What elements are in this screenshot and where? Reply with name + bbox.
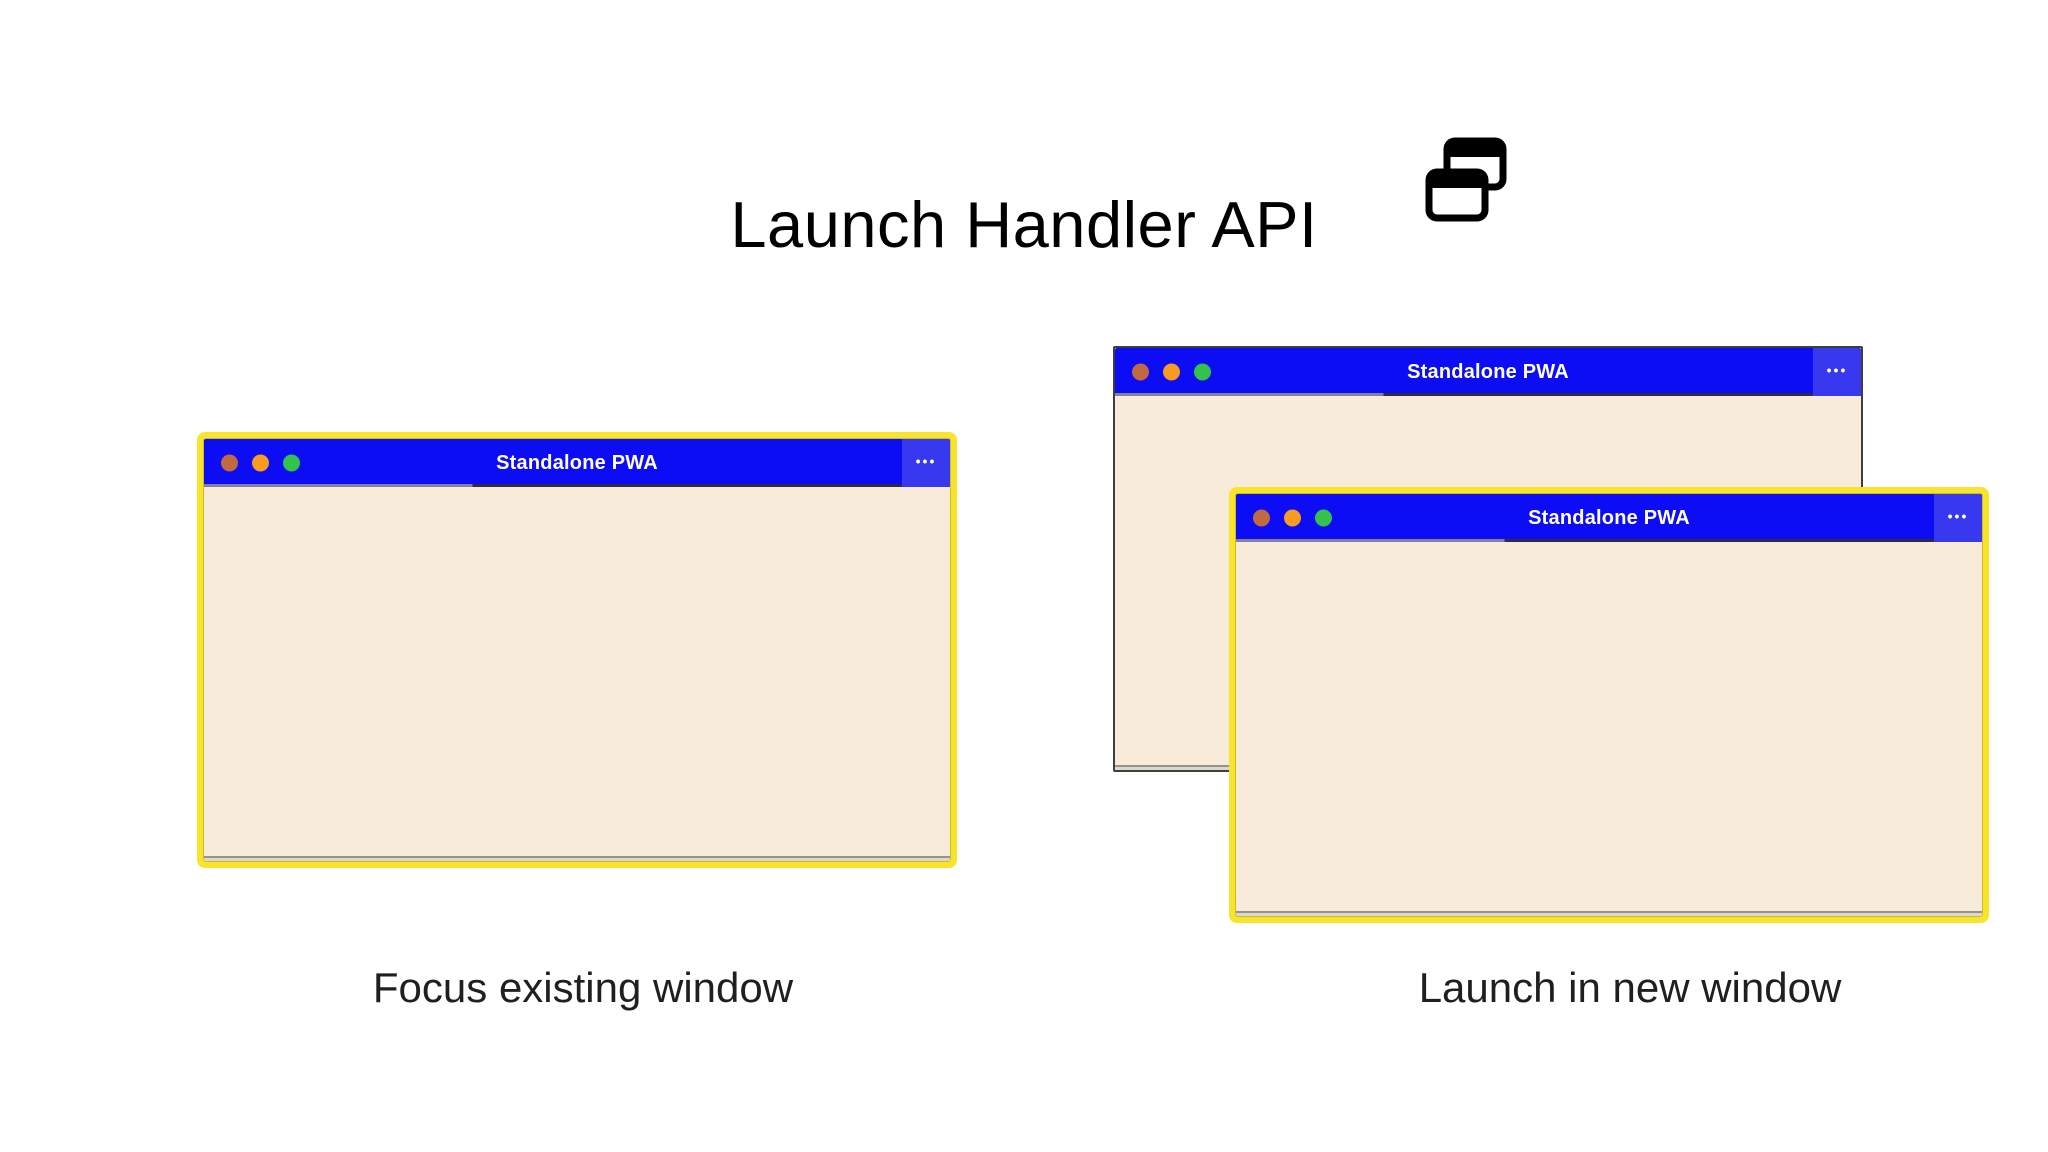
close-dot-icon[interactable] [1132,363,1149,381]
caption-launch-new: Launch in new window [1418,964,1842,1011]
page-title: Launch Handler API [730,187,1318,261]
window-content [1236,542,1982,916]
window-titlebar[interactable]: Standalone PWA ••• [204,439,950,487]
window-menu-button[interactable]: ••• [902,439,950,487]
overlapping-windows-icon [1425,137,1507,222]
window-controls [1132,363,1211,381]
window-controls [1253,509,1332,527]
maximize-dot-icon[interactable] [1194,363,1211,381]
caption-focus-existing: Focus existing window [372,964,794,1011]
window-bottom-edge [204,856,950,861]
window-title: Standalone PWA [496,452,658,474]
window-menu-button[interactable]: ••• [1813,348,1861,396]
close-dot-icon[interactable] [221,454,238,472]
ellipsis-icon: ••• [1826,362,1848,378]
close-dot-icon[interactable] [1253,509,1270,527]
ellipsis-icon: ••• [915,453,937,469]
window-controls [221,454,300,472]
pwa-window: Standalone PWA ••• [203,438,951,862]
window-bottom-edge [1236,911,1982,916]
pwa-window: Standalone PWA ••• [1235,493,1983,917]
maximize-dot-icon[interactable] [1315,509,1332,527]
window-title: Standalone PWA [1528,507,1690,529]
window-titlebar[interactable]: Standalone PWA ••• [1115,348,1861,396]
new-window-frame: Standalone PWA ••• [1229,487,1989,923]
minimize-dot-icon[interactable] [1163,363,1180,381]
window-title: Standalone PWA [1407,361,1569,383]
window-menu-button[interactable]: ••• [1934,494,1982,542]
ellipsis-icon: ••• [1947,508,1969,524]
window-titlebar[interactable]: Standalone PWA ••• [1236,494,1982,542]
focused-existing-window-frame: Standalone PWA ••• [197,432,957,868]
window-content [204,487,950,861]
minimize-dot-icon[interactable] [252,454,269,472]
maximize-dot-icon[interactable] [283,454,300,472]
minimize-dot-icon[interactable] [1284,509,1301,527]
